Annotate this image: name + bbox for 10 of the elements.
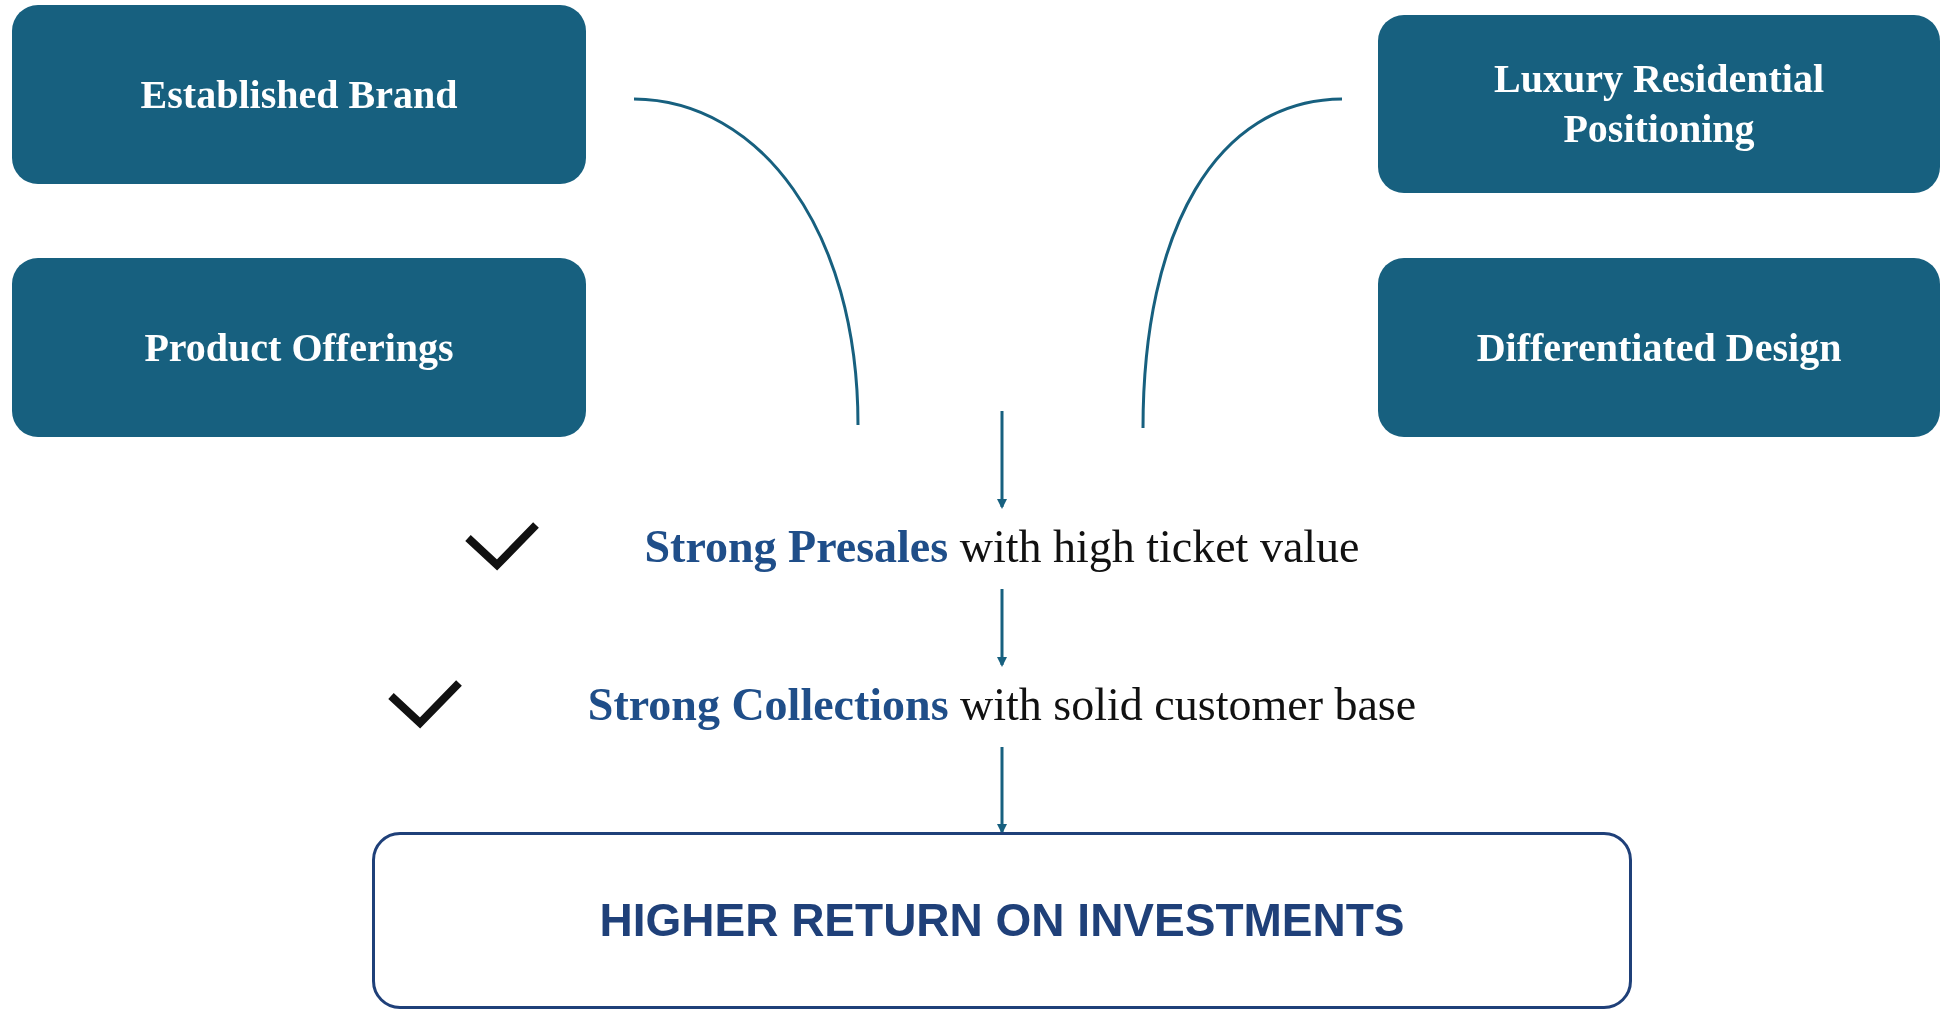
process-box: Product Offerings [12, 258, 586, 437]
process-box: Differentiated Design [1378, 258, 1940, 437]
arrow [997, 747, 1007, 834]
arrow [997, 411, 1007, 509]
statement-text: Strong Presales with high ticket value [572, 515, 1432, 579]
arrow [997, 589, 1007, 667]
result-box: HIGHER RETURN ON INVESTMENTS [372, 832, 1632, 1009]
process-box: Established Brand [12, 5, 586, 184]
process-box: Luxury Residential Positioning [1378, 15, 1940, 193]
statement-text: Strong Collections with solid customer base [505, 673, 1499, 737]
